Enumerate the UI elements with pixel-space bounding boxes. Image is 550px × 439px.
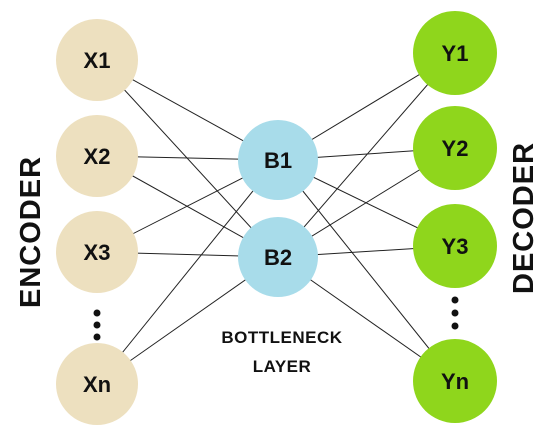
edge-b2-y1 bbox=[277, 52, 456, 258]
output-node-y3-label: Y3 bbox=[442, 234, 469, 259]
bottleneck-node-b2-label: B2 bbox=[264, 245, 292, 270]
output-node-y1: Y1 bbox=[413, 11, 497, 95]
edge-xn-b1 bbox=[96, 159, 279, 385]
ellipsis-dot bbox=[451, 322, 459, 330]
output-ellipsis bbox=[451, 296, 459, 330]
input-node-xn: Xn bbox=[56, 343, 138, 425]
input-node-x3: X3 bbox=[56, 211, 138, 293]
output-node-yn: Yn bbox=[413, 339, 497, 423]
output-node-y1-label: Y1 bbox=[442, 41, 469, 66]
bottleneck-node-b1-label: B1 bbox=[264, 148, 292, 173]
output-node-y2: Y2 bbox=[413, 106, 497, 190]
ellipsis-dot bbox=[451, 309, 459, 317]
output-layer: Y1 Y2 Y3 Yn bbox=[413, 11, 497, 423]
bottleneck-node-b2: B2 bbox=[238, 217, 318, 297]
output-node-y2-label: Y2 bbox=[442, 136, 469, 161]
bottleneck-node-b1: B1 bbox=[238, 120, 318, 200]
input-node-x3-circle bbox=[56, 211, 138, 293]
bottleneck-node-b1-circle bbox=[238, 120, 318, 200]
ellipsis-dot bbox=[93, 309, 101, 317]
output-node-y3: Y3 bbox=[413, 204, 497, 288]
ellipsis-dot bbox=[93, 321, 101, 329]
input-node-x1-circle bbox=[56, 19, 138, 101]
input-node-x2-circle bbox=[56, 115, 138, 197]
encoder-label: ENCODER bbox=[15, 156, 47, 308]
edge-b1-yn bbox=[277, 159, 456, 382]
output-node-yn-circle bbox=[413, 339, 497, 423]
input-node-x1-label: X1 bbox=[84, 48, 111, 73]
bottleneck-layer: B1 B2 bbox=[238, 120, 318, 297]
bottleneck-caption-line2: LAYER bbox=[253, 357, 312, 376]
input-node-xn-circle bbox=[56, 343, 138, 425]
bottleneck-node-b2-circle bbox=[238, 217, 318, 297]
input-ellipsis bbox=[93, 309, 101, 341]
output-node-yn-label: Yn bbox=[441, 369, 469, 394]
input-node-x3-label: X3 bbox=[84, 240, 111, 265]
ellipsis-dot bbox=[451, 296, 459, 304]
input-node-xn-label: Xn bbox=[83, 372, 111, 397]
decoder-label: DECODER bbox=[508, 142, 540, 294]
bottleneck-caption-line1: BOTTLENECK bbox=[221, 328, 342, 347]
input-node-x1: X1 bbox=[56, 19, 138, 101]
output-node-y3-circle bbox=[413, 204, 497, 288]
ellipsis-dot bbox=[93, 333, 101, 341]
input-layer: X1 X2 X3 Xn bbox=[56, 19, 138, 425]
output-node-y2-circle bbox=[413, 106, 497, 190]
input-node-x2-label: X2 bbox=[84, 144, 111, 169]
input-node-x2: X2 bbox=[56, 115, 138, 197]
output-node-y1-circle bbox=[413, 11, 497, 95]
